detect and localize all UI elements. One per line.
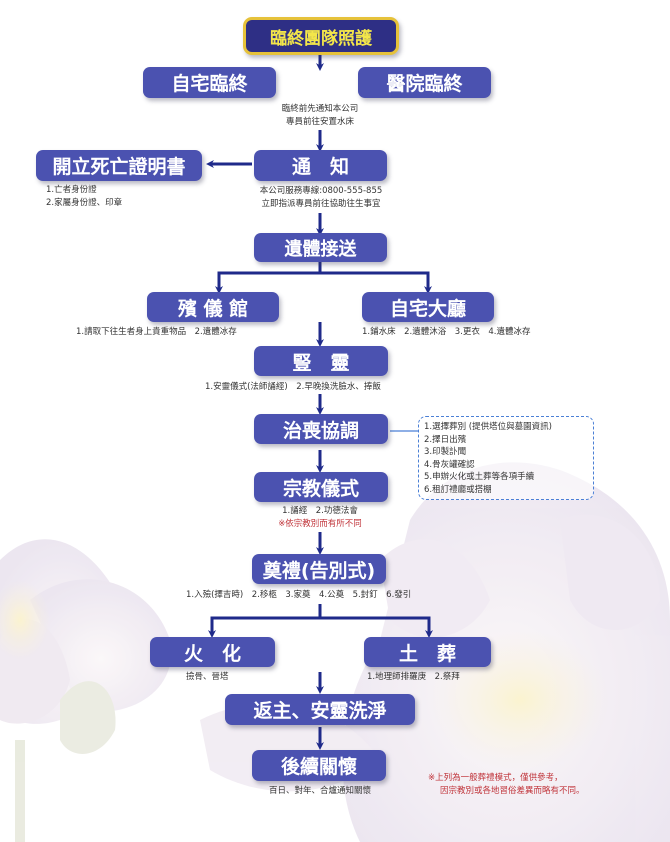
branch-service (210, 604, 322, 634)
note-hotline: 本公司服務專線:0800-555-855 立即指派專員前往協助往生事宜 (236, 185, 406, 211)
disclaimer-line: 因宗教別或各地習俗差異而略有不同。 (440, 786, 585, 796)
note-line: 臨終前先通知本公司 (281, 104, 359, 114)
node-home-death: 自宅臨終 (143, 67, 276, 98)
disclaimer-line: ※上列為一般葬禮模式，僅供參考， (428, 773, 563, 783)
coordination-item: 1.選擇葬別 (提供塔位與墓園資訊) (424, 422, 552, 432)
node-funeral-service: 奠禮(告別式) (252, 554, 386, 584)
coordination-items-box: 1.選擇葬別 (提供塔位與墓園資訊) 2.擇日出殯 3.印製訃聞 4.骨灰罐確認… (418, 416, 594, 500)
node-follow-up: 後續關懷 (252, 750, 386, 781)
node-cremation: 火 化 (150, 637, 275, 667)
node-notify: 通 知 (254, 150, 387, 181)
note-service-items: 1.入殮(擇吉時) 2.移柩 3.家奠 4.公奠 5.封釘 6.發引 (186, 590, 412, 600)
note-home-hall-items: 1.鋪水床 2.遺體沐浴 3.更衣 4.遺體冰存 (362, 327, 531, 337)
node-religious-ceremony: 宗教儀式 (254, 472, 388, 502)
religious-note: ※依宗教別而有所不同 (278, 519, 362, 529)
note-follow-up-items: 百日、對年、合爐通知關懷 (268, 786, 371, 796)
branch-transport (217, 262, 322, 290)
coordination-item: 6.租訂禮廳或搭棚 (424, 484, 492, 495)
note-funeral-home-items: 1.請取下往生者身上貴重物品 2.遺體冰存 (76, 327, 237, 337)
note-line: 專員前往安置水床 (285, 117, 354, 127)
node-funeral-home: 殯 儀 館 (147, 292, 279, 322)
title-node: 臨終團隊照護 (243, 17, 399, 55)
hotline-number: 本公司服務專線:0800-555-855 (259, 186, 383, 196)
note-cremation-items: 撿骨、晉塔 (186, 672, 229, 682)
note-spirit-items: 1.安靈儀式(法師誦經) 2.早晚換洗臉水、捧飯 (205, 382, 381, 392)
note-line: 1.亡者身份證 (46, 185, 97, 195)
node-funeral-coordination: 治喪協調 (254, 414, 388, 444)
note-certificate-docs: 1.亡者身份證 2.家屬身份證、印章 (46, 184, 122, 210)
disclaimer-note: ※上列為一般葬禮模式，僅供參考， 因宗教別或各地習俗差異而略有不同。 (428, 772, 585, 798)
coordination-item: 5.申辦火化或土葬等各項手續 (424, 472, 535, 482)
note-before-death: 臨終前先通知本公司 專員前往安置水床 (250, 103, 390, 129)
node-return-home: 返主、安靈洗淨 (225, 694, 415, 725)
coordination-item: 2.擇日出殯 (424, 434, 467, 445)
note-burial-items: 1.地理師排羅庚 2.祭拜 (367, 672, 460, 682)
node-home-hall: 自宅大廳 (362, 292, 494, 322)
religious-items: 1.誦經 2.功德法會 (282, 506, 358, 516)
note-line: 2.家屬身份證、印章 (46, 198, 123, 208)
node-burial: 土 葬 (364, 637, 491, 667)
note-religious: 1.誦經 2.功德法會 ※依宗教別而有所不同 (240, 505, 400, 531)
node-body-transport: 遺體接送 (254, 233, 387, 262)
coordination-item: 3.印製訃聞 (424, 447, 467, 457)
node-death-certificate: 開立死亡證明書 (36, 150, 202, 181)
node-hospital-death: 醫院臨終 (358, 67, 491, 98)
note-line: 立即指派專員前往協助往生事宜 (261, 199, 381, 209)
node-spirit-tablet: 豎 靈 (254, 346, 388, 376)
coordination-item: 4.骨灰罐確認 (424, 459, 475, 470)
